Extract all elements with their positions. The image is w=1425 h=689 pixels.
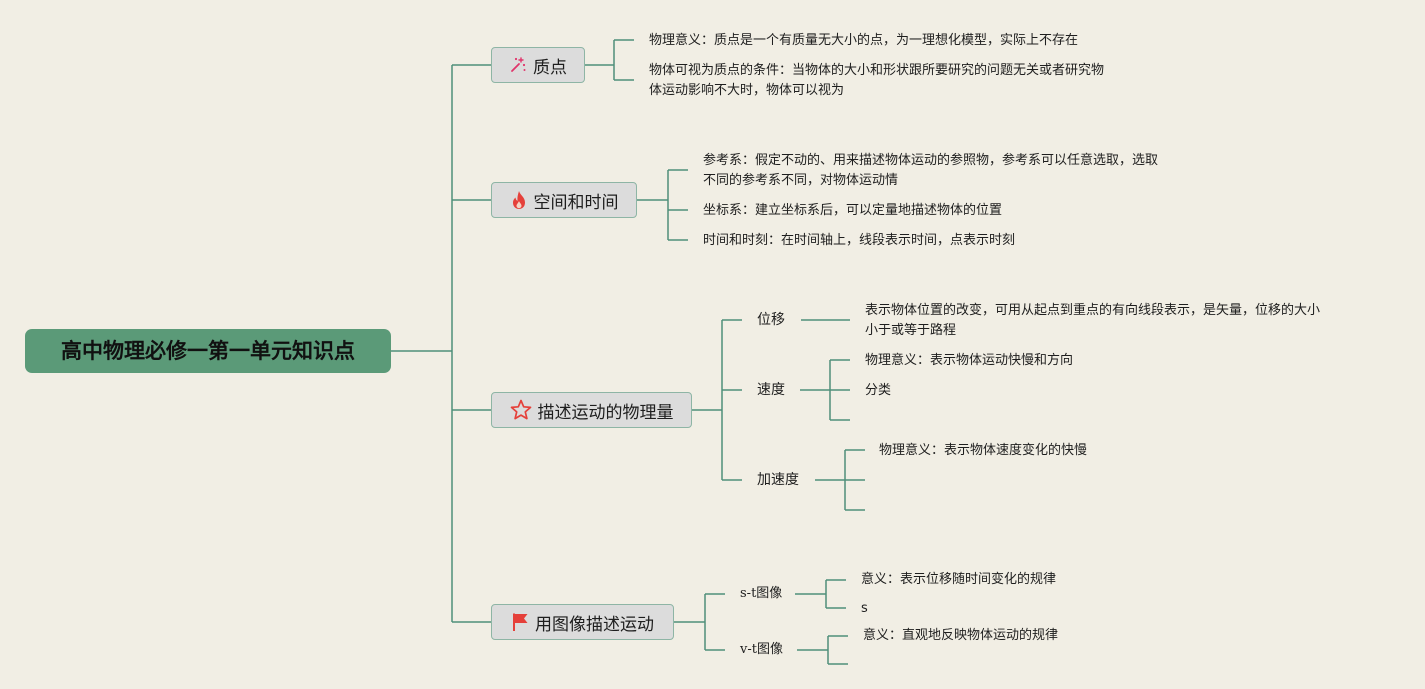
leaf-text: s xyxy=(861,601,868,616)
star-icon xyxy=(510,399,532,421)
sub-node-s-t-graph[interactable]: s-t图像 xyxy=(740,586,783,601)
leaf-text: 意义：表示位移随时间变化的规律 xyxy=(861,572,1057,587)
leaf-text: 物理意义：表示物体运动快慢和方向 xyxy=(865,353,1074,368)
branch-node-space-time[interactable]: 空间和时间 xyxy=(491,182,637,218)
flag-icon xyxy=(511,612,529,632)
leaf-text: 坐标系：建立坐标系后，可以定量地描述物体的位置 xyxy=(703,203,1003,218)
leaf-text: 意义：直观地反映物体运动的规律 xyxy=(863,628,1059,643)
branch-label: 质点 xyxy=(533,57,567,78)
leaf-text: 时间和时刻：在时间轴上，线段表示时间，点表示时刻 xyxy=(703,233,1016,248)
sub-node-acceleration[interactable]: 加速度 xyxy=(757,472,799,488)
branch-node-kinematic-quantities[interactable]: 描述运动的物理量 xyxy=(491,392,692,428)
branch-label: 空间和时间 xyxy=(533,192,619,213)
root-title: 高中物理必修一第一单元知识点 xyxy=(61,339,355,363)
sub-node-displacement[interactable]: 位移 xyxy=(757,312,785,328)
leaf-text: 物理意义：质点是一个有质量无大小的点，为一理想化模型，实际上不存在 xyxy=(649,33,1079,48)
sub-node-v-t-graph[interactable]: v-t图像 xyxy=(740,642,783,657)
branch-node-mass-point[interactable]: 质点 xyxy=(491,47,585,83)
branch-node-graphs-of-motion[interactable]: 用图像描述运动 xyxy=(491,604,674,640)
leaf-text: 参考系：假定不动的、用来描述物体运动的参照物，参考系可以任意选取，选取 不同的参… xyxy=(703,153,1159,188)
leaf-text: 物体可视为质点的条件：当物体的大小和形状跟所要研究的问题无关或者研究物 体运动影… xyxy=(649,63,1105,98)
leaf-text: 表示物体位置的改变，可用从起点到重点的有向线段表示，是矢量，位移的大小 小于或等… xyxy=(865,303,1321,338)
leaf-text: 分类 xyxy=(865,383,892,398)
fire-icon xyxy=(510,190,528,210)
branch-label: 用图像描述运动 xyxy=(535,614,654,635)
sub-node-velocity[interactable]: 速度 xyxy=(757,382,785,398)
leaf-text: 物理意义：表示物体速度变化的快慢 xyxy=(879,443,1088,458)
root-node[interactable]: 高中物理必修一第一单元知识点 xyxy=(25,329,391,373)
sparkle-icon xyxy=(509,56,527,74)
branch-label: 描述运动的物理量 xyxy=(537,402,674,423)
